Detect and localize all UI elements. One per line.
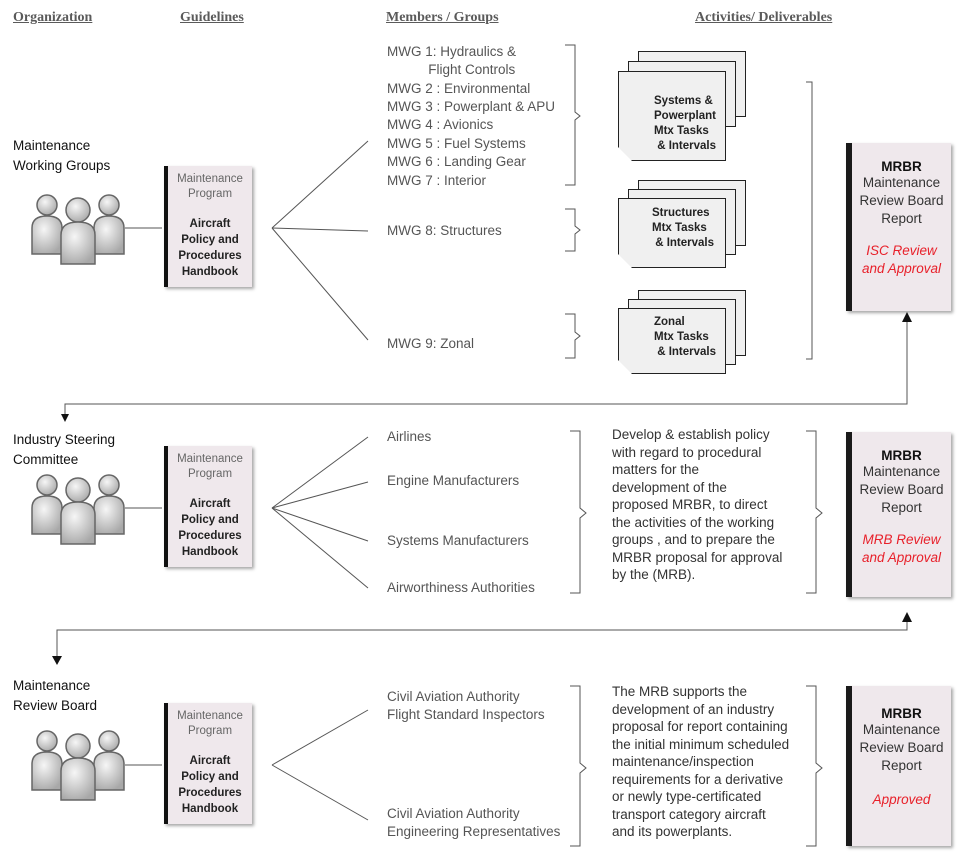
org-maintenance-review-board: Maintenance Review Board: [13, 678, 98, 713]
people-group-icon: [31, 194, 125, 265]
member-item: MWG 2 : Environmental: [387, 81, 531, 96]
member-item: MWG 7 : Interior: [387, 173, 487, 188]
mrbr-title: MRBR: [881, 448, 922, 463]
people-group-icon: [31, 730, 125, 801]
member-item: MWG 1: Hydraulics & Flight Controls: [387, 44, 517, 77]
mrbr-name: Maintenance Review Board Report: [859, 722, 944, 773]
member-item: Airworthiness Authorities: [387, 580, 535, 595]
deliverable-page: [618, 198, 726, 268]
member-item: Civil Aviation Authority Flight Standard…: [387, 689, 545, 722]
member-item: MWG 9: Zonal: [387, 336, 475, 351]
member-item: MWG 3 : Powerplant & APU: [387, 99, 556, 114]
deliverable-label: Zonal Mtx Tasks & Intervals: [654, 316, 716, 358]
member-item: Civil Aviation Authority Engineering Rep…: [387, 806, 561, 839]
deliverable-label: Systems & Powerplant Mtx Tasks & Interva…: [654, 95, 716, 152]
mrbr-report: MRBR Maintenance Review Board Report MRB…: [846, 432, 951, 597]
mrbr-status: Approved: [872, 792, 931, 807]
handbook-title: Aircraft Policy and Procedures Handbook: [178, 218, 242, 278]
mrbr-report: MRBR Maintenance Review Board Report ISC…: [846, 143, 951, 311]
header-organization: Organization: [13, 10, 93, 25]
deliverable-label: Structures Mtx Tasks & Intervals: [652, 207, 714, 249]
member-item: MWG 5 : Fuel Systems: [387, 136, 526, 151]
activity-description: Develop & establish policy with regard t…: [612, 427, 783, 582]
member-item: MWG 4 : Avionics: [387, 117, 494, 132]
mrbr-name: Maintenance Review Board Report: [859, 464, 944, 515]
mrbr-title: MRBR: [881, 159, 922, 174]
member-item: Airlines: [387, 429, 432, 444]
member-item: Systems Manufacturers: [387, 533, 529, 548]
header-guidelines: Guidelines: [180, 10, 244, 25]
activity-description: The MRB supports the development of an i…: [612, 684, 790, 839]
header-activities-deliverables: Activities/ Deliverables: [695, 10, 833, 25]
mrbr-status: MRB Review and Approval: [861, 532, 942, 565]
deliverable-page: [618, 71, 726, 161]
mrbr-name: Maintenance Review Board Report: [859, 175, 944, 226]
header-members-groups: Members / Groups: [386, 10, 499, 25]
org-industry-steering-committee: Industry Steering Committee: [13, 432, 116, 467]
handbook-title: Aircraft Policy and Procedures Handbook: [178, 498, 242, 558]
mrbr-report: MRBR Maintenance Review Board Report App…: [846, 686, 951, 846]
member-item: MWG 8: Structures: [387, 223, 502, 238]
people-group-icon: [31, 474, 125, 545]
member-item: MWG 6 : Landing Gear: [387, 154, 526, 169]
deliverable-page: [618, 308, 726, 374]
org-maintenance-working-groups: Maintenance Working Groups: [13, 138, 111, 173]
handbook-title: Aircraft Policy and Procedures Handbook: [178, 755, 242, 815]
member-item: Engine Manufacturers: [387, 473, 520, 488]
mrbr-status: ISC Review and Approval: [861, 243, 942, 276]
mrbr-title: MRBR: [881, 706, 922, 721]
